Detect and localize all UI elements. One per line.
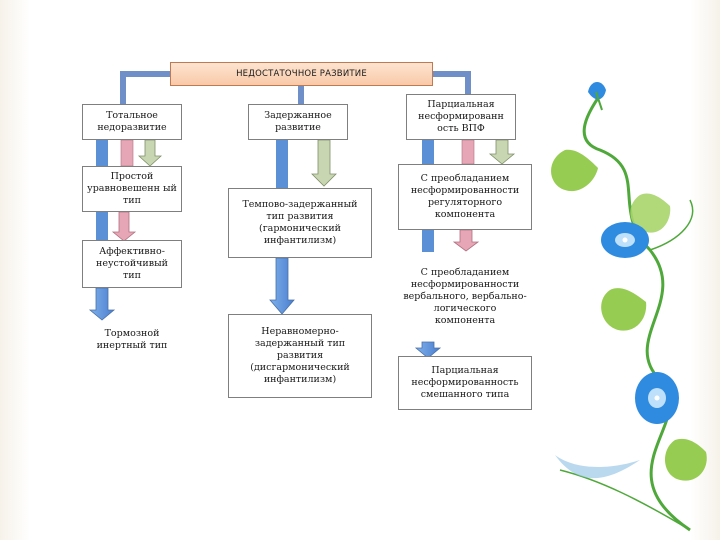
col1-header-box: Тотальное недоразвитие [82, 104, 182, 140]
diagram-title-text: НЕДОСТАТОЧНОЕ РАЗВИТИЕ [236, 69, 367, 79]
col3-item-1-box: С преобладанием несформированности регул… [398, 164, 532, 230]
flower-icon [588, 81, 606, 111]
col3-item-2-box: С преобладанием несформированности верба… [398, 252, 532, 342]
col2-header-box: Задержанное развитие [248, 104, 348, 140]
col2-arrow-sage [311, 139, 337, 187]
col3-arrow-pink [452, 229, 480, 252]
col3-item-2-text: С преобладанием несформированности верба… [403, 267, 527, 326]
flower-icon [635, 372, 679, 424]
vine-stem [582, 94, 691, 532]
col3-arrow-blue [414, 341, 442, 359]
leaf-icon [601, 288, 647, 331]
flower-icon [601, 222, 649, 258]
col1-item-3-box: Тормозной инертный тип [82, 320, 182, 360]
col3-item-1-text: С преобладанием несформированности регул… [410, 173, 520, 220]
connector-title-to-col1 [120, 71, 170, 104]
leaf-icon [551, 149, 598, 192]
background-edge-left [0, 0, 30, 540]
col1-arrow-blue [88, 287, 116, 321]
col3-header-text: Парциальная несформированн ость ВПФ [418, 99, 504, 134]
col1-item-3-text: Тормозной инертный тип [96, 328, 168, 351]
vine-tendril-1 [559, 469, 691, 531]
col1-arrow-pink [111, 211, 137, 242]
col2-item-2-box: Неравномерно-задержанный тип развития (д… [228, 314, 372, 398]
col3-arrow-sage [488, 139, 516, 165]
leaf-icon [664, 438, 707, 481]
leaf-icon [630, 193, 671, 233]
col3-item-3-text: Парциальная несформированность смешанног… [411, 365, 519, 400]
col1-item-2-text: Аффективно-неустойчивый тип [95, 246, 169, 281]
col2-bar-blue [276, 140, 288, 188]
col3-bar-blue [422, 140, 434, 164]
connector-title-to-col3 [433, 71, 471, 94]
col2-arrow-blue [269, 257, 295, 315]
col1-arrow-sage [137, 139, 163, 167]
vine-tendril-2 [649, 199, 694, 251]
col1-item-2-box: Аффективно-неустойчивый тип [82, 240, 182, 288]
col1-item-1-box: Простой уравновешенн ый тип [82, 166, 182, 212]
col2-item-1-text: Темпово-задержанный тип развития (гармон… [242, 199, 358, 246]
col2-item-2-text: Неравномерно-задержанный тип развития (д… [250, 326, 350, 385]
col3-bar-blue-2 [422, 230, 434, 252]
diagram-title: НЕДОСТАТОЧНОЕ РАЗВИТИЕ [170, 62, 433, 86]
col1-header-text: Тотальное недоразвитие [97, 110, 167, 133]
col1-bar-blue-2 [96, 212, 108, 240]
col2-header-text: Задержанное развитие [264, 110, 332, 133]
col3-header-box: Парциальная несформированн ость ВПФ [406, 94, 516, 140]
leaf-icon [555, 455, 640, 479]
col1-item-1-text: Простой уравновешенн ый тип [87, 171, 177, 206]
col3-item-3-box: Парциальная несформированность смешанног… [398, 356, 532, 410]
col1-bar-blue [96, 140, 108, 166]
col2-item-1-box: Темпово-задержанный тип развития (гармон… [228, 188, 372, 258]
